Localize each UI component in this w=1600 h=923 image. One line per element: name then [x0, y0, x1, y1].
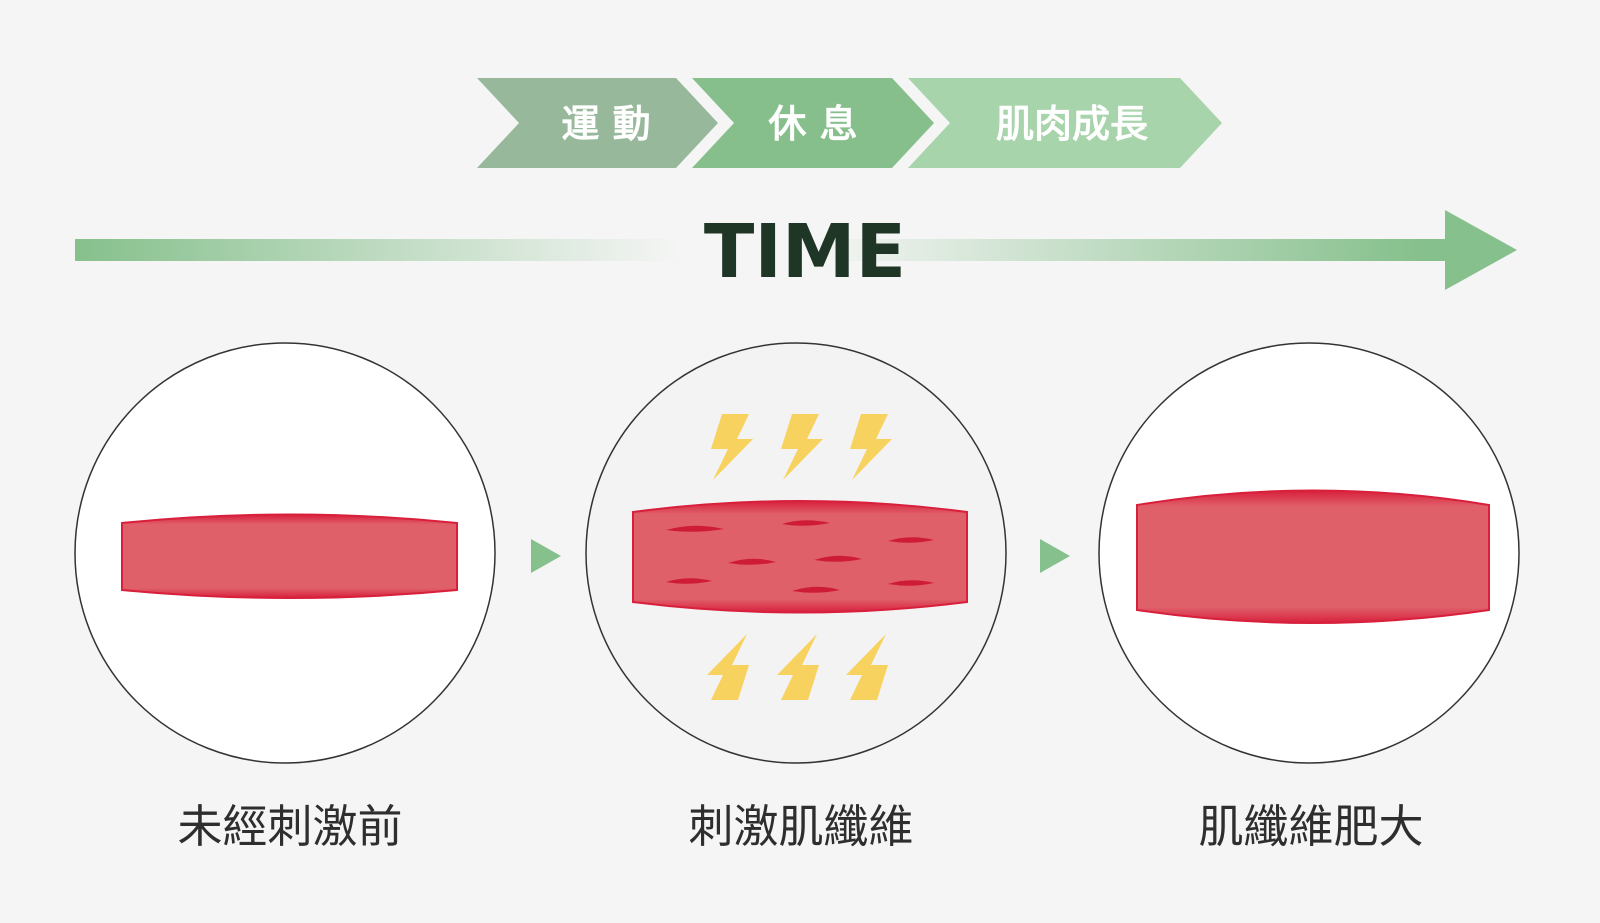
chevron-shape: [477, 78, 718, 168]
micro-tear: [782, 520, 830, 526]
time-arrow: TIME: [75, 209, 1517, 295]
time-arrow-head-icon: [1445, 210, 1517, 290]
step-rest: 休 息: [692, 78, 934, 168]
panel-before-stimulation: [74, 342, 496, 764]
micro-tear: [666, 525, 724, 532]
step-muscle-growth: 肌肉成長: [908, 78, 1222, 168]
muscle-fiber: [632, 500, 968, 614]
step-label: 運 動: [561, 102, 650, 146]
muscle-fiber: [121, 513, 458, 599]
caption-before-stimulation: 未經刺激前: [177, 800, 402, 853]
micro-tear: [666, 578, 712, 584]
chevron-shape: [692, 78, 934, 168]
micro-tear: [814, 555, 862, 562]
step-label: 休 息: [767, 102, 857, 146]
time-label: TIME: [704, 209, 906, 295]
micro-tear: [888, 580, 934, 586]
play-arrow-icon: [531, 539, 561, 573]
panel-hypertrophy: [1098, 342, 1520, 764]
micro-tear: [792, 586, 840, 593]
play-arrow-icon: [1040, 539, 1070, 573]
micro-tears: [666, 520, 934, 593]
step-exercise: 運 動: [477, 78, 718, 168]
caption-stimulated: 刺激肌纖維: [688, 800, 913, 853]
chevron-shape: [908, 78, 1222, 168]
micro-tear: [888, 537, 934, 543]
caption-hypertrophy: 肌纖維肥大: [1198, 800, 1423, 853]
step-label: 肌肉成長: [996, 102, 1149, 146]
process-steps: 運 動 休 息 肌肉成長: [477, 78, 1222, 168]
panel-stimulated: [585, 342, 1007, 764]
time-arrow-shaft: [75, 239, 1450, 261]
micro-tear: [728, 558, 776, 565]
muscle-fiber: [1136, 489, 1490, 624]
